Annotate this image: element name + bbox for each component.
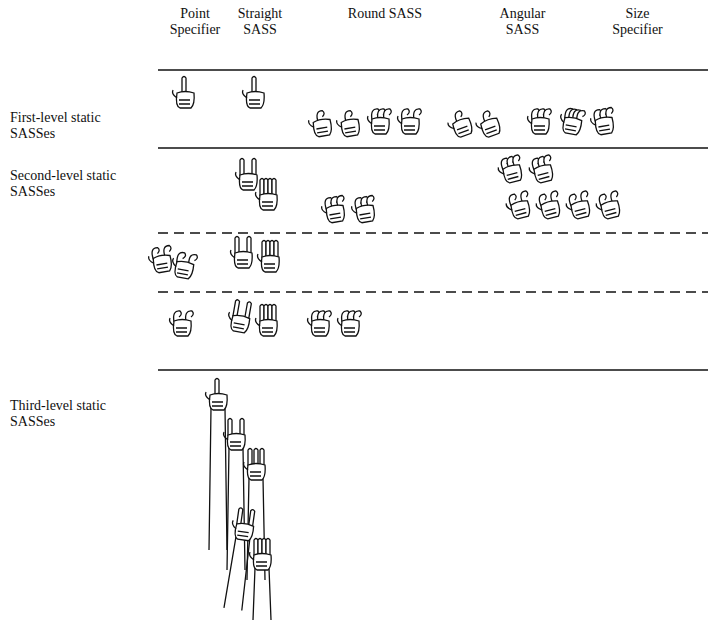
hand-shape xyxy=(504,191,533,221)
hand-shape xyxy=(594,191,623,221)
hand-shape xyxy=(170,251,198,280)
hand-shape xyxy=(220,507,256,611)
rule-line xyxy=(158,147,708,149)
hand-shape xyxy=(527,155,556,185)
column-header: Round SASS xyxy=(345,6,425,22)
hand-shape xyxy=(558,107,586,136)
column-header: Straight SASS xyxy=(225,6,295,38)
hand-shape xyxy=(496,155,525,185)
hand-shape xyxy=(335,110,361,138)
hand-shape xyxy=(589,107,617,136)
hand-shape xyxy=(564,191,593,221)
hand-shape xyxy=(256,179,278,211)
rule-line xyxy=(158,69,708,71)
hand-shape xyxy=(170,311,194,336)
hand-shape xyxy=(534,191,563,221)
hand-shape xyxy=(308,311,332,336)
hand-shape xyxy=(256,305,278,337)
column-header: Angular SASS xyxy=(485,6,560,38)
hand-shape xyxy=(368,109,392,134)
hand-shape xyxy=(243,77,265,109)
row-label: Third-level static SASSes xyxy=(10,398,120,430)
hand-shape xyxy=(350,195,378,224)
row-label: First-level static SASSes xyxy=(10,110,120,142)
dashed-rule xyxy=(158,291,708,293)
hand-shape xyxy=(206,379,228,551)
hand-shape xyxy=(258,241,280,273)
column-header: Size Specifier xyxy=(600,6,675,38)
hand-shape xyxy=(226,299,253,334)
dashed-rule xyxy=(158,232,708,234)
hand-shape xyxy=(236,159,258,191)
hand-shape xyxy=(398,109,422,134)
hand-shape xyxy=(147,245,175,274)
column-header: Point Specifier xyxy=(160,6,230,38)
hand-shape xyxy=(231,237,253,269)
hand-shape xyxy=(338,311,362,336)
hand-shape xyxy=(173,77,195,109)
row-label: Second-level static SASSes xyxy=(10,168,120,200)
hand-shape xyxy=(528,109,552,134)
rule-line xyxy=(158,369,708,371)
hand-shape xyxy=(320,195,348,224)
hand-shape xyxy=(250,539,272,621)
hand-shape xyxy=(307,110,333,138)
hand-shape xyxy=(445,109,474,140)
hand-shape xyxy=(473,109,502,140)
